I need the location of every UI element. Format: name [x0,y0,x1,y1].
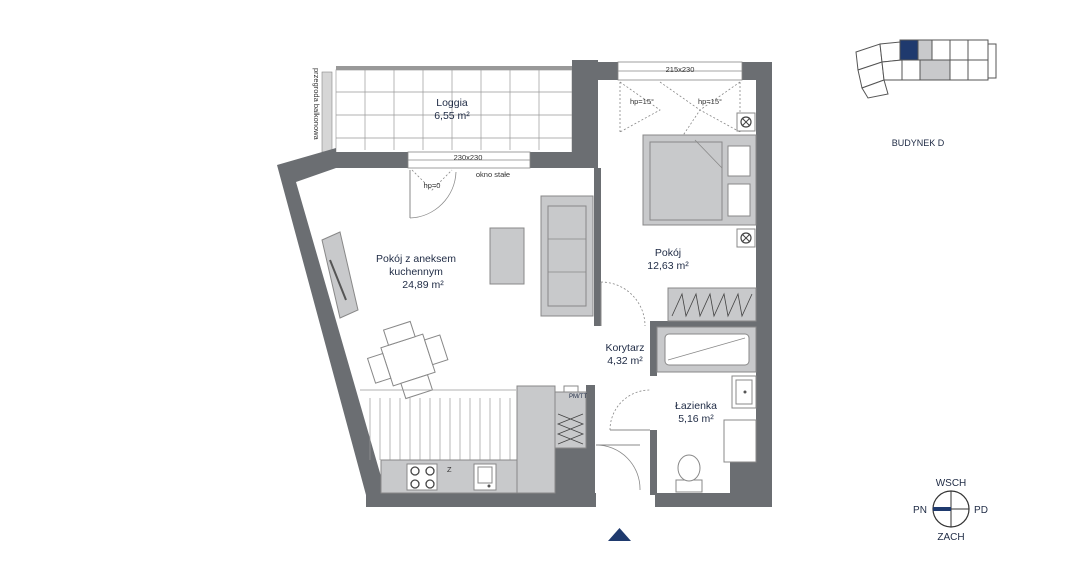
washing-machine [723,419,757,463]
bedroom-name: Pokój [655,247,681,259]
toilet [675,454,703,493]
bathroom-fixtures [656,326,757,493]
compass [932,490,970,528]
washer-label: PM/TT [569,394,587,400]
corridor-area: 4,32 m² [607,355,643,367]
bedroom-window-swing [619,81,741,141]
coffee-table [489,227,525,285]
wardrobe-washer [554,385,587,449]
building-label: BUDYNEK D [892,138,945,148]
bedroom-furniture [642,112,757,322]
loggia-name: Loggia [436,97,468,109]
compass-top-label: WSCH [936,478,967,489]
compass-bottom-label: ZACH [937,532,964,543]
hp-left-label: hp=15° [630,97,654,106]
hp-right-label: hp=15° [698,97,722,106]
living-room-name-line1: Pokój z aneksem [376,253,456,265]
windows [407,61,743,169]
entrance-arrow [608,528,631,541]
window-living-dimension: 230x230 [454,153,483,162]
kitchen-floor-hatch [360,389,516,460]
balcony-partition [321,71,333,153]
tv-cabinet [321,231,359,319]
radiator-bottom [736,228,756,248]
kitchen-cabinet [516,385,556,494]
hp-zero-label: hp=0 [424,181,441,190]
loggia-tiles [336,70,572,150]
balcony-door-swing [409,169,457,219]
walls [277,60,772,507]
corridor-doors [595,281,651,491]
bathroom-area: 5,16 m² [678,413,714,425]
key-plan [855,39,997,99]
dining-set [366,320,449,400]
loggia-area: przegroda balkonowa Loggia 6,55 m² [312,66,573,163]
compass-left-label: PN [913,505,927,516]
compass-right-label: PD [974,505,988,516]
radiator-top [736,112,756,132]
bedroom-area: 12,63 m² [647,260,689,272]
loggia-area-value: 6,55 m² [434,110,470,122]
corridor-name: Korytarz [605,342,644,354]
compass-needle [933,507,951,511]
fixed-window-label: okno stałe [476,170,510,179]
kitchen-marker: Z [447,465,452,474]
living-furniture [321,195,594,494]
balcony-partition-label: przegroda balkonowa [312,68,321,141]
living-room-name-line2: kuchennym [389,266,443,278]
bathroom-name: Łazienka [675,400,717,412]
window-top-dimension: 215x230 [666,65,695,74]
loggia-railing [336,66,572,70]
living-room-area: 24,89 m² [402,279,444,291]
